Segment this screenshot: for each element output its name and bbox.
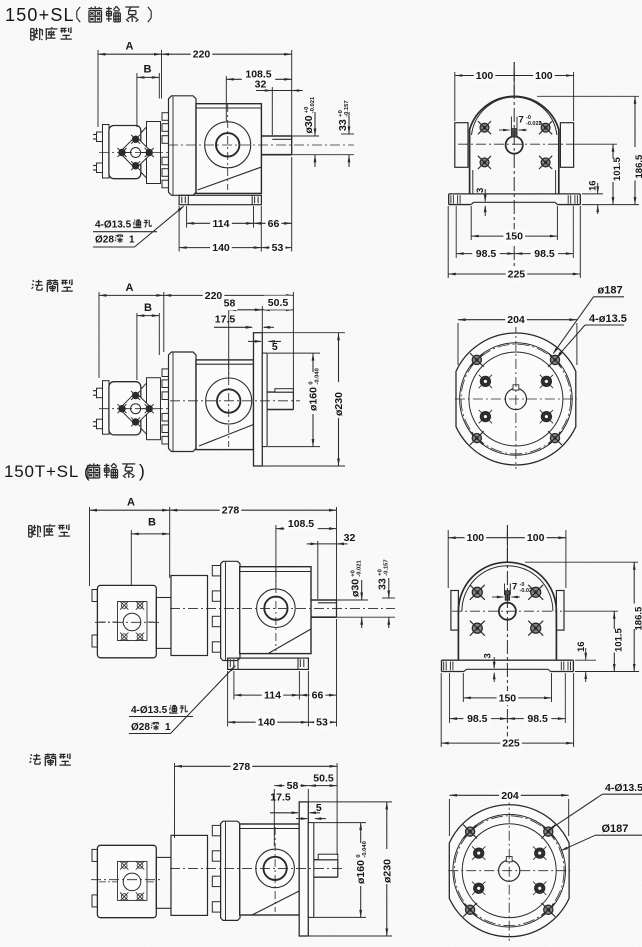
svg-text:225: 225 [502,738,520,750]
svg-text:53: 53 [316,717,328,729]
svg-text:ø160: ø160 [308,387,320,411]
svg-text:4-ø13.5: 4-ø13.5 [589,313,627,325]
svg-text:1: 1 [129,235,135,246]
svg-text:-0.022: -0.022 [520,588,536,594]
svg-text:50.5: 50.5 [313,772,334,784]
svg-text:204: 204 [501,790,519,802]
svg-text:100: 100 [527,532,545,544]
svg-text:+0: +0 [338,110,344,117]
svg-text:3: 3 [475,188,486,193]
svg-text:-0.021: -0.021 [357,559,363,576]
svg-text:140: 140 [258,717,276,729]
svg-text:108.5: 108.5 [288,518,314,530]
svg-text:+0: +0 [304,107,310,114]
svg-text:0: 0 [356,854,362,857]
svg-text:58: 58 [287,780,299,792]
svg-text:114: 114 [213,218,230,230]
svg-text:98.5: 98.5 [534,248,555,260]
svg-text:5: 5 [272,341,278,353]
svg-text:7: 7 [519,115,524,126]
svg-text:17.5: 17.5 [215,313,236,325]
svg-text:66: 66 [312,690,324,702]
svg-text:A: A [126,41,134,53]
svg-text:B: B [144,64,152,76]
svg-text:-0.040: -0.040 [315,368,321,384]
svg-text:58: 58 [224,297,236,309]
svg-text:100: 100 [535,70,553,82]
svg-text:+0: +0 [351,570,357,577]
svg-text:225: 225 [508,269,526,281]
svg-text:+0: +0 [378,569,384,576]
svg-text:ø30: ø30 [303,115,315,133]
svg-text:150T+SL (: 150T+SL ( [4,462,90,481]
svg-text:33: 33 [377,578,389,590]
svg-text:Ø28: Ø28 [95,235,114,246]
svg-text:66: 66 [268,218,280,230]
svg-text:4-Ø13.5: 4-Ø13.5 [95,220,132,231]
svg-text:-0: -0 [520,582,525,588]
svg-text:278: 278 [233,761,251,773]
svg-text:114: 114 [264,690,281,702]
svg-text:4-Ø13.5: 4-Ø13.5 [131,705,168,716]
svg-text:B: B [144,302,152,314]
svg-text:32: 32 [255,79,267,91]
svg-text:3: 3 [483,653,494,658]
svg-text:Ø28: Ø28 [131,722,150,733]
svg-text:33: 33 [337,119,349,131]
svg-text:98.5: 98.5 [527,713,548,725]
svg-text:4-Ø13.5: 4-Ø13.5 [605,782,642,794]
svg-text:150: 150 [505,231,523,243]
svg-text:A: A [126,282,134,294]
svg-text:-0.157: -0.157 [344,100,350,116]
svg-text:101.5: 101.5 [613,628,624,652]
svg-text:ø30: ø30 [350,579,362,597]
svg-text:186.5: 186.5 [633,606,642,630]
svg-text:ø160: ø160 [355,860,367,884]
svg-text:278: 278 [222,505,240,517]
svg-text:32: 32 [344,532,356,544]
svg-text:0: 0 [309,381,315,384]
svg-text:101.5: 101.5 [612,157,623,181]
svg-text:98.5: 98.5 [476,248,497,260]
svg-text:220: 220 [205,290,223,302]
svg-text:1: 1 [165,722,171,733]
svg-text:108.5: 108.5 [245,68,271,80]
svg-text:-0.022: -0.022 [526,121,542,127]
svg-text:100: 100 [476,70,494,82]
svg-text:A: A [127,497,135,509]
svg-text:-0.040: -0.040 [362,841,368,857]
svg-text:7: 7 [512,582,517,593]
svg-text:-0.021: -0.021 [310,96,316,113]
svg-text:ø187: ø187 [598,285,623,297]
svg-text:98.5: 98.5 [467,713,488,725]
svg-text:Ø187: Ø187 [602,823,629,835]
svg-text:): ) [139,461,145,481]
svg-text:50.5: 50.5 [268,297,289,309]
svg-text:16: 16 [588,180,599,191]
svg-text:B: B [148,517,156,529]
svg-text:150: 150 [499,692,517,704]
svg-text:-0.157: -0.157 [384,559,390,575]
svg-text:53: 53 [272,242,284,254]
svg-text:17.5: 17.5 [270,791,291,803]
svg-text:186.5: 186.5 [634,154,642,178]
svg-text:5: 5 [316,802,322,814]
svg-text:100: 100 [467,532,485,544]
svg-text:220: 220 [193,49,211,61]
svg-text:16: 16 [576,641,587,652]
svg-text:204: 204 [507,314,525,326]
svg-text:140: 140 [212,242,230,254]
svg-text:150+SL: 150+SL [5,5,75,25]
svg-text:-0: -0 [526,115,531,121]
svg-text:ø230: ø230 [381,859,393,883]
svg-text:ø230: ø230 [333,392,345,416]
